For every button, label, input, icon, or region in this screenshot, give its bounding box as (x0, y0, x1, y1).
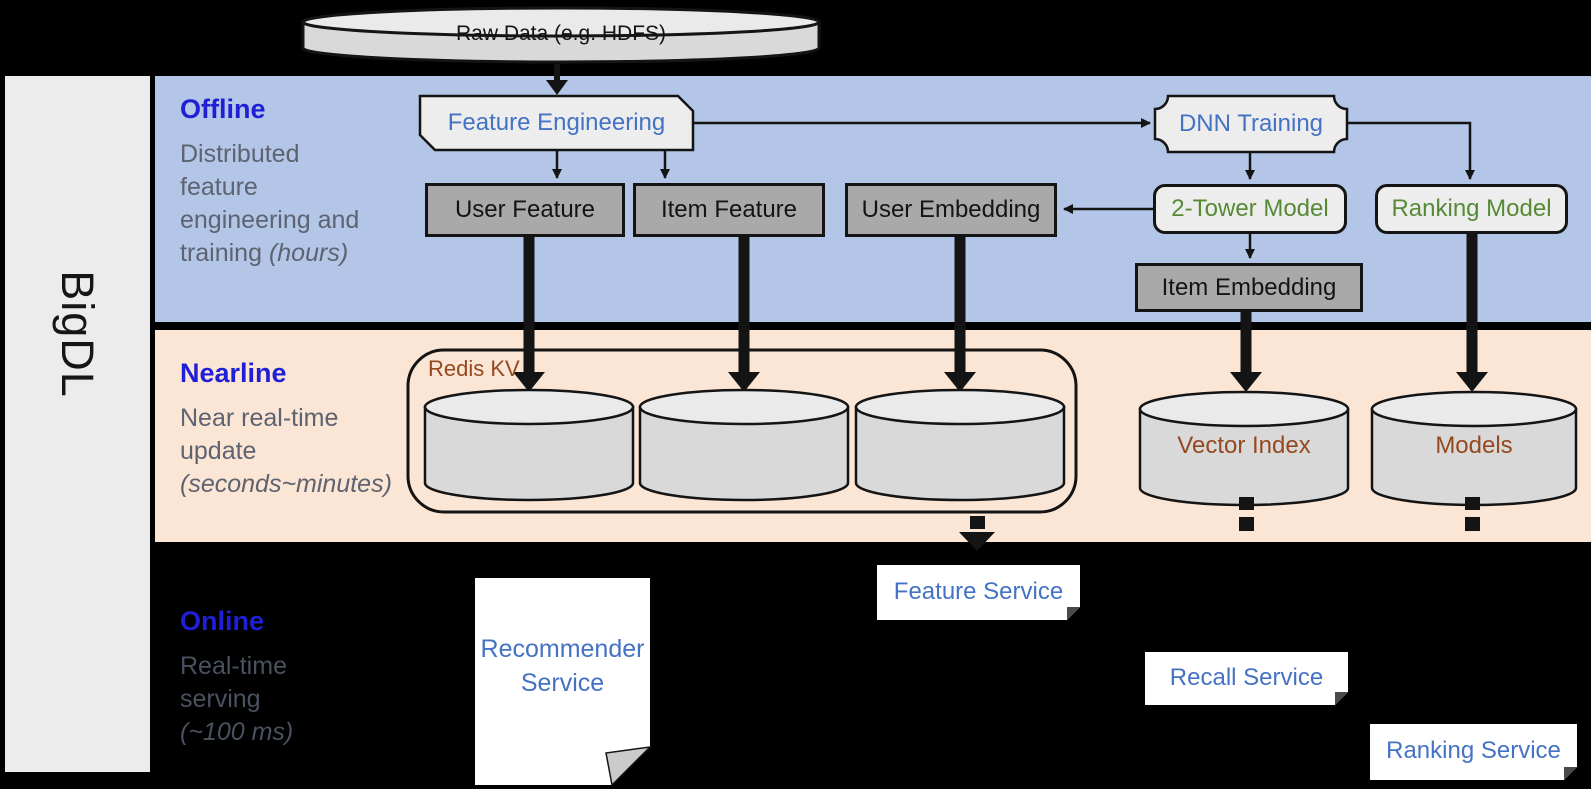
recommender-service-line1: Recommender (480, 635, 645, 663)
recommender-service-label: Recommender Service (475, 632, 650, 700)
nearline-description: Near real-time update (seconds~minutes) (180, 402, 392, 501)
offline-desc-line4: training (hours) (180, 239, 349, 267)
nearline-desc-line3: (seconds~minutes) (180, 470, 392, 498)
nearline-title: Nearline (180, 358, 287, 388)
models-label: Models (1435, 432, 1513, 459)
vector-index-label: Vector Index (1177, 432, 1311, 459)
offline-title: Offline (180, 94, 266, 124)
online-desc-line1: Real-time (180, 652, 287, 680)
online-description: Real-time serving (~100 ms) (180, 650, 293, 749)
online-title: Online (180, 606, 265, 636)
online-desc-line2: serving (180, 685, 261, 713)
dnn-training-label: DNN Training (1178, 110, 1324, 137)
feature-engineering-label: Feature Engineering (447, 109, 666, 136)
ranking-service-label: Ranking Service (1386, 737, 1561, 764)
item-embedding-box: Item Embedding (1135, 263, 1363, 312)
nearline-desc-line2: update (180, 437, 257, 465)
bigdl-vertical-label: BigDL (52, 270, 103, 398)
raw-data-label: Raw Data (e.g. HDFS) (455, 22, 667, 45)
two-tower-model-box: 2-Tower Model (1153, 184, 1347, 234)
ranking-model-box: Ranking Model (1375, 184, 1568, 234)
online-desc-line3: (~100 ms) (180, 718, 294, 746)
recall-service-label: Recall Service (1169, 663, 1324, 691)
bigdl-sidebar: BigDL (5, 76, 150, 772)
recommender-service-line2: Service (520, 669, 605, 697)
offline-description: Distributed feature engineering and trai… (180, 138, 359, 270)
user-feature-box: User Feature (425, 183, 625, 237)
offline-desc-line2: feature (180, 173, 258, 201)
nearline-desc-line1: Near real-time (180, 404, 339, 432)
redis-kv-label: Redis KV (428, 356, 520, 381)
user-embedding-box: User Embedding (845, 183, 1057, 237)
feature-service-label: Feature Service (893, 577, 1064, 605)
offline-desc-line1: Distributed (180, 140, 300, 168)
offline-desc-line3: engineering and (180, 206, 360, 234)
item-feature-box: Item Feature (633, 183, 825, 237)
